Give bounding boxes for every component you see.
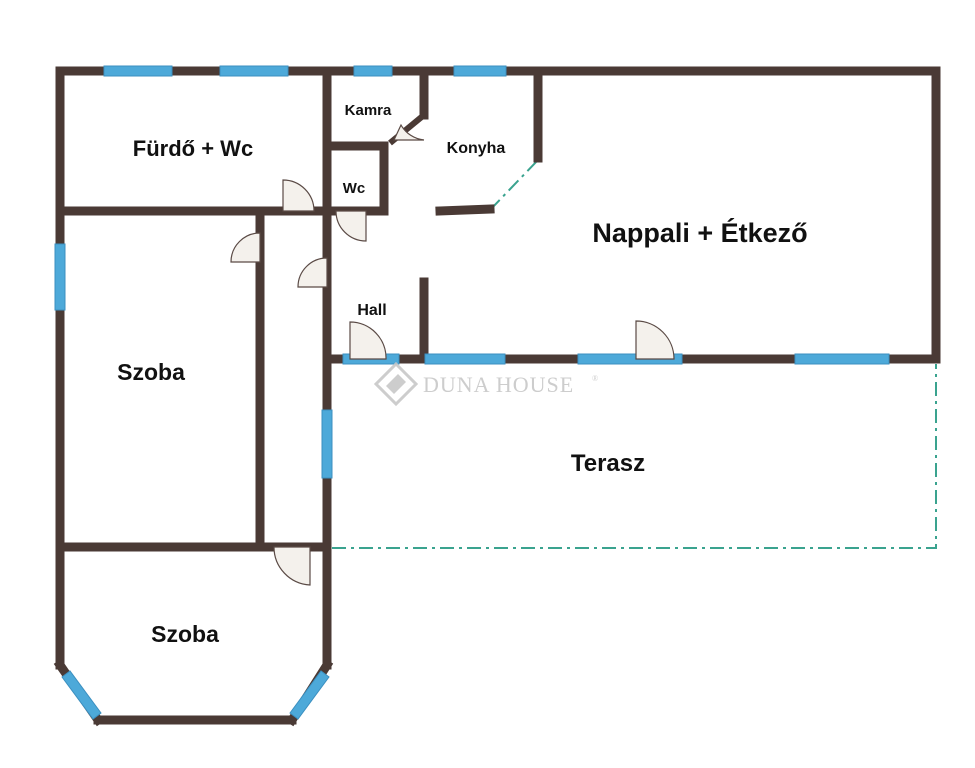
window-bay-left <box>61 670 102 720</box>
door-bedroom-1 <box>230 232 261 263</box>
room-label-wc: Wc <box>343 180 366 197</box>
door-wc <box>335 210 367 242</box>
room-label-nappali: Nappali + Étkező <box>592 217 807 248</box>
window-top-4 <box>453 65 507 77</box>
window-top-3 <box>353 65 393 77</box>
windows <box>54 65 890 720</box>
door-living-terrace <box>635 320 675 360</box>
room-label-szoba-2: Szoba <box>151 621 219 647</box>
watermark-registered-mark: ® <box>592 374 599 383</box>
room-label-furdo-wc: Fürdő + Wc <box>133 136 253 161</box>
room-label-kamra: Kamra <box>345 102 392 119</box>
door-corridor <box>297 257 328 288</box>
door-bathroom <box>282 179 315 212</box>
window-side <box>321 409 333 479</box>
door-bedroom-2 <box>273 546 311 586</box>
window-bay-right <box>289 670 330 720</box>
doors <box>230 123 675 586</box>
watermark: DUNA HOUSE ® <box>373 361 599 407</box>
window-top-2 <box>219 65 289 77</box>
duna-house-logo-icon <box>373 361 419 407</box>
room-label-terasz: Terasz <box>571 450 645 477</box>
terrace-outline <box>332 159 937 549</box>
room-label-szoba-1: Szoba <box>117 359 185 385</box>
room-label-hall: Hall <box>357 302 386 319</box>
window-left <box>54 243 66 311</box>
window-top-1 <box>103 65 173 77</box>
door-hall-terrace <box>349 321 387 360</box>
room-labels: Fürdő + Wc Kamra Konyha Wc Nappali + Étk… <box>117 102 808 647</box>
watermark-text: DUNA HOUSE <box>423 372 574 397</box>
room-label-konyha: Konyha <box>447 140 506 157</box>
window-terrace-4 <box>794 353 890 365</box>
window-terrace-3 <box>577 353 683 365</box>
door-kamra <box>393 123 425 141</box>
window-terrace-2 <box>424 353 506 365</box>
